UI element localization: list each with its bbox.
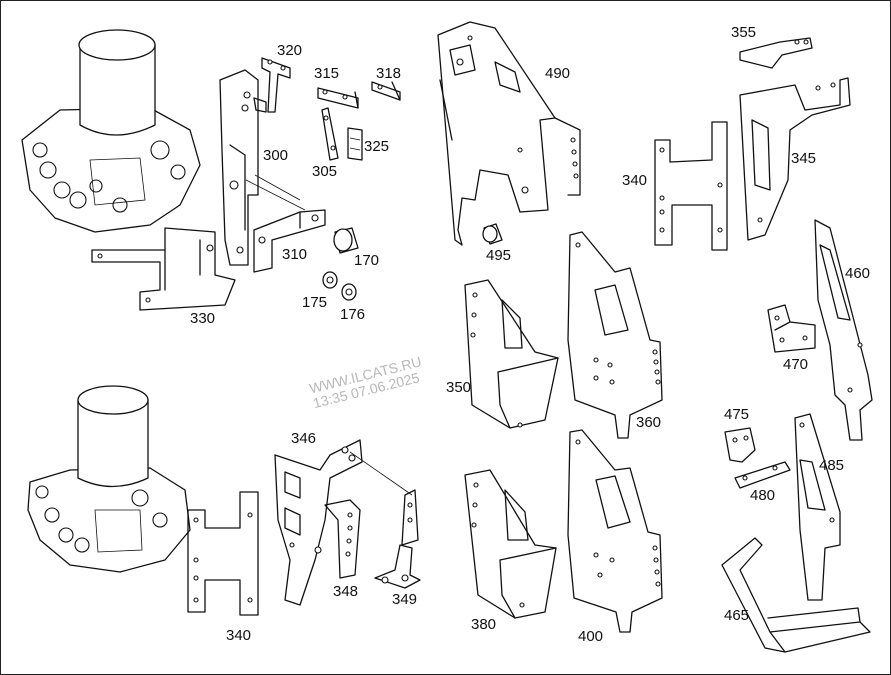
part-label-175[interactable]: 175 xyxy=(302,294,328,311)
part-label-300[interactable]: 300 xyxy=(263,147,289,164)
tray-465 xyxy=(721,537,871,653)
part-label-176[interactable]: 176 xyxy=(340,306,366,323)
bracket-460 xyxy=(814,219,873,441)
part-label-325[interactable]: 325 xyxy=(364,138,390,155)
part-label-318[interactable]: 318 xyxy=(376,65,402,82)
bracket-300 xyxy=(219,69,267,266)
parts-305-325 xyxy=(321,107,363,161)
part-label-170[interactable]: 170 xyxy=(354,252,380,269)
bushing-170-washers xyxy=(322,227,359,301)
spacer-495 xyxy=(482,223,503,245)
air-dryer-unit-top xyxy=(21,29,201,233)
plate-360 xyxy=(567,231,663,439)
bracket-310 xyxy=(245,174,326,273)
part-label-349[interactable]: 349 xyxy=(392,591,418,608)
part-label-460[interactable]: 460 xyxy=(845,265,871,282)
part-label-485[interactable]: 485 xyxy=(819,457,845,474)
bracket-470 xyxy=(767,304,816,353)
part-label-470[interactable]: 470 xyxy=(783,356,809,373)
part-label-495[interactable]: 495 xyxy=(486,247,512,264)
bracket-490 xyxy=(437,21,581,246)
part-label-340-top[interactable]: 340 xyxy=(622,172,648,189)
part-label-355[interactable]: 355 xyxy=(731,24,757,41)
part-label-380[interactable]: 380 xyxy=(471,616,497,633)
part-label-475[interactable]: 475 xyxy=(724,406,750,423)
bracket-340-bottom xyxy=(187,491,259,616)
parts-315-318 xyxy=(317,81,401,109)
part-label-480[interactable]: 480 xyxy=(750,487,776,504)
part-label-310[interactable]: 310 xyxy=(282,246,308,263)
strap-480 xyxy=(734,461,791,489)
bracket-350 xyxy=(464,279,559,429)
bracket-330 xyxy=(91,227,236,311)
clip-475 xyxy=(724,427,756,463)
plate-400 xyxy=(567,429,663,633)
clip-320 xyxy=(261,57,291,113)
plate-346 xyxy=(274,439,413,606)
part-label-465[interactable]: 465 xyxy=(724,607,750,624)
part-label-330[interactable]: 330 xyxy=(190,310,216,327)
part-label-320[interactable]: 320 xyxy=(277,42,303,59)
bracket-485 xyxy=(794,413,841,601)
bracket-349 xyxy=(374,489,421,589)
part-label-348[interactable]: 348 xyxy=(333,583,359,600)
part-label-350[interactable]: 350 xyxy=(446,379,472,396)
part-label-400[interactable]: 400 xyxy=(578,628,604,645)
part-label-315[interactable]: 315 xyxy=(314,65,340,82)
part-label-340-bottom[interactable]: 340 xyxy=(226,627,252,644)
bar-348 xyxy=(324,499,361,579)
strip-355 xyxy=(739,37,813,69)
air-dryer-unit-bottom xyxy=(27,385,191,573)
bracket-340-top xyxy=(654,121,728,251)
part-label-346[interactable]: 346 xyxy=(291,430,317,447)
part-label-345[interactable]: 345 xyxy=(791,150,817,167)
part-label-490[interactable]: 490 xyxy=(545,65,571,82)
part-label-360[interactable]: 360 xyxy=(636,414,662,431)
bracket-380 xyxy=(464,469,557,619)
part-label-305[interactable]: 305 xyxy=(312,163,338,180)
plate-345 xyxy=(739,77,851,241)
